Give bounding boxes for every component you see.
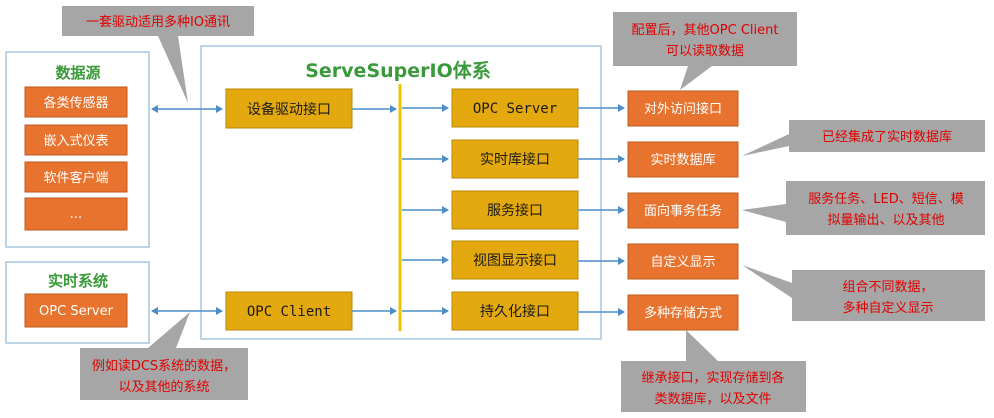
module-box: 实时库接口 (451, 139, 579, 179)
data-source-item: ... (24, 197, 128, 231)
callout-driver-note: 一套驱动适用多种IO通讯 (62, 6, 254, 103)
output-box: 面向事务任务 (627, 192, 739, 229)
callout-dcs-text-1: 例如读DCS系统的数据， (92, 358, 236, 374)
data-source-item: 软件客户端 (24, 161, 128, 193)
driver-interface-label: 设备驱动接口 (247, 101, 331, 118)
realtime-opc-server: OPC Server (24, 293, 128, 328)
connector-arrows (151, 104, 625, 316)
system-title: ServeSuperIO体系 (305, 59, 491, 82)
callout-opc-text-1: 配置后，其他OPC Client (632, 23, 779, 38)
output-box: 实时数据库 (627, 141, 739, 178)
output-box: 多种存储方式 (627, 294, 739, 331)
callout-task-note: 服务任务、LED、短信、模 拟量输出、以及其他 (742, 181, 985, 235)
module-label: 服务接口 (487, 202, 543, 219)
callout-display-note: 组合不同数据， 多种自定义显示 (742, 265, 985, 321)
callout-dcs-note: 例如读DCS系统的数据， 以及其他的系统 (80, 312, 248, 400)
output-label: 实时数据库 (650, 152, 715, 168)
data-source-item-label: 嵌入式仪表 (43, 134, 108, 149)
data-source-item-label: 软件客户端 (43, 170, 108, 186)
module-label: OPC Server (473, 101, 557, 117)
callout-storage-text-2: 类数据库，以及文件 (654, 391, 771, 407)
data-source-item-label: ... (70, 207, 82, 222)
module-label: 持久化接口 (480, 303, 550, 320)
callout-rtdb-note: 已经集成了实时数据库 (742, 120, 985, 156)
callout-display-text-2: 多种自定义显示 (842, 300, 933, 316)
output-label: 多种存储方式 (644, 305, 722, 321)
callout-storage-note: 继承接口，实现存储到各 类数据库，以及文件 (621, 330, 806, 412)
opc-client-box: OPC Client (225, 291, 353, 331)
callout-display-text-1: 组合不同数据， (842, 280, 933, 295)
output-box: 自定义显示 (627, 243, 739, 280)
realtime-opc-server-label: OPC Server (39, 304, 114, 319)
module-label: 实时库接口 (480, 151, 550, 168)
module-box: 持久化接口 (451, 291, 579, 331)
opc-client-label: OPC Client (247, 304, 331, 320)
data-source-item: 各类传感器 (24, 86, 128, 118)
output-box: 对外访问接口 (627, 90, 739, 127)
callout-rtdb-text: 已经集成了实时数据库 (822, 129, 952, 145)
callout-task-text-2: 拟量输出、以及其他 (827, 212, 944, 228)
output-label: 自定义显示 (650, 255, 715, 270)
output-label: 面向事务任务 (644, 203, 722, 219)
module-box: 服务接口 (451, 190, 579, 230)
module-label: 视图显示接口 (473, 252, 557, 269)
callout-storage-text-1: 继承接口，实现存储到各 (641, 370, 784, 386)
data-source-title: 数据源 (55, 64, 100, 82)
data-source-item: 嵌入式仪表 (24, 124, 128, 156)
callout-opc-text-2: 可以读取数据 (666, 44, 744, 59)
callout-opc-note: 配置后，其他OPC Client 可以读取数据 (613, 12, 797, 90)
data-source-item-label: 各类传感器 (43, 95, 108, 111)
callout-dcs-text-2: 以及其他的系统 (118, 379, 209, 395)
driver-interface-box: 设备驱动接口 (225, 88, 353, 129)
realtime-system-title: 实时系统 (48, 272, 108, 290)
output-label: 对外访问接口 (644, 101, 722, 117)
callout-task-text-1: 服务任务、LED、短信、模 (808, 191, 963, 207)
module-box: OPC Server (451, 88, 579, 128)
callout-driver-text: 一套驱动适用多种IO通讯 (86, 14, 230, 30)
module-box: 视图显示接口 (451, 240, 579, 280)
